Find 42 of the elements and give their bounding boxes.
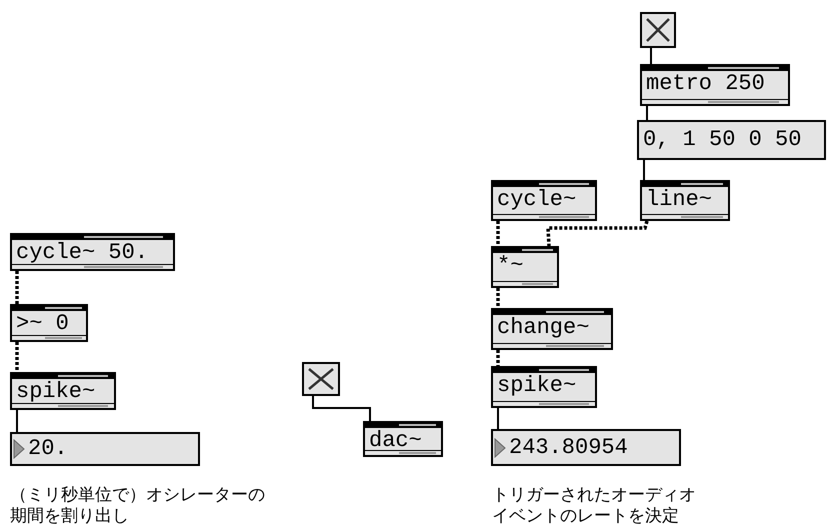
- object-name: spike~: [16, 380, 96, 404]
- object-name: *~: [497, 254, 524, 278]
- object-box: [10, 233, 175, 271]
- object-name: dac~: [369, 429, 422, 453]
- object-name: >~ 0: [16, 312, 69, 336]
- patch-cord: [650, 48, 652, 64]
- number-box: [491, 429, 681, 466]
- signal-cord: [496, 288, 500, 308]
- patch-cord: [497, 408, 499, 429]
- comment-text: （ミリ秒単位で）オシレーターの期間を割り出し: [10, 485, 266, 527]
- object-box: [491, 246, 559, 288]
- object-box: [491, 366, 597, 408]
- object-box: [10, 372, 116, 410]
- object-box: [10, 304, 88, 342]
- number-value: 20.: [28, 437, 68, 461]
- object-name: change~: [497, 316, 590, 340]
- object-box: [491, 308, 613, 350]
- patch-cord: [16, 410, 18, 432]
- message-text: 0, 1 50 0 50: [643, 128, 802, 152]
- object-box: [640, 64, 790, 106]
- object-box: [363, 421, 443, 457]
- signal-cord: [546, 220, 649, 246]
- toggle: [640, 12, 676, 48]
- number-value: 243.80954: [509, 436, 628, 460]
- number-box: [10, 432, 200, 466]
- signal-cord: [15, 342, 19, 372]
- patch-cord: [643, 160, 645, 180]
- signal-cord: [496, 221, 500, 246]
- object-name: metro 250: [646, 72, 765, 96]
- object-name: line~: [646, 188, 712, 212]
- object-box: [491, 180, 597, 221]
- signal-cord: [15, 271, 19, 304]
- patch-cord: [646, 106, 648, 120]
- toggle: [302, 362, 340, 396]
- object-name: cycle~: [497, 188, 576, 212]
- comment-text: トリガーされたオーディオイベントのレートを決定: [492, 485, 697, 527]
- object-box: [640, 180, 730, 221]
- patch-cord: [312, 396, 371, 421]
- message-box: [637, 120, 826, 160]
- object-name: spike~: [497, 374, 576, 398]
- signal-cord: [496, 350, 500, 366]
- object-name: cycle~ 50.: [16, 241, 148, 265]
